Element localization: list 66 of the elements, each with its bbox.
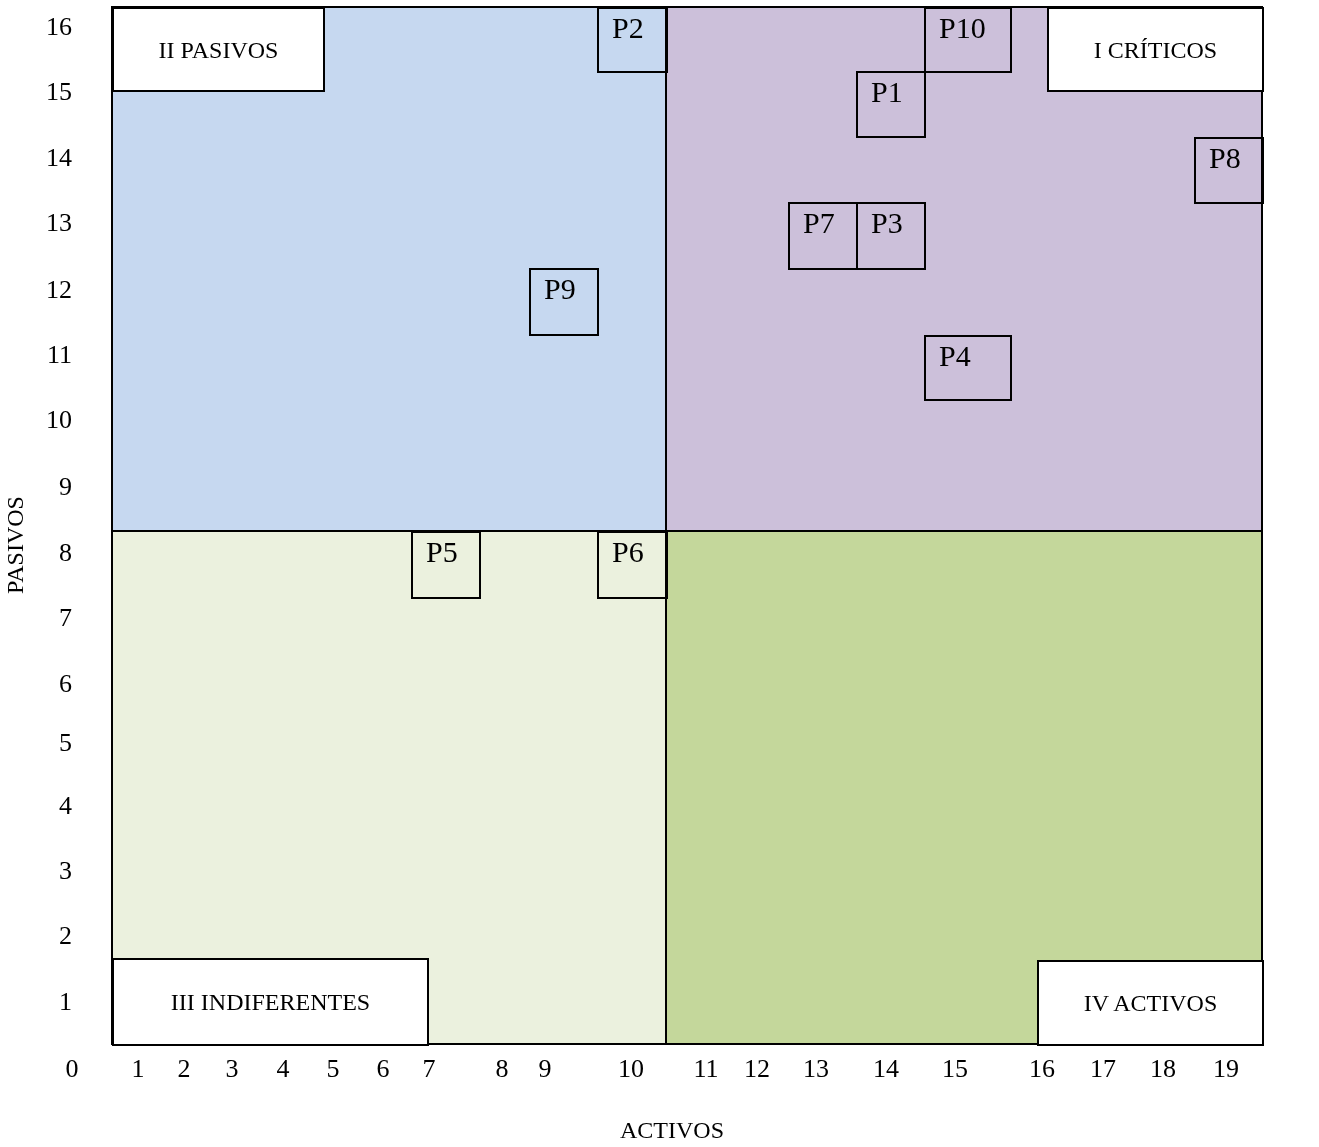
axis-tick-label: 13 [803,1056,829,1082]
axis-tick-label: 4 [59,793,72,819]
axis-tick-label: 2 [59,923,72,949]
quadrant-label-box [112,958,429,1046]
variable-box [924,335,1012,401]
axis-tick-label: 5 [326,1056,340,1082]
axis-tick-label: 10 [618,1056,644,1082]
axis-tick-label: 7 [59,605,72,631]
axis-tick-label: 19 [1213,1056,1239,1082]
axis-tick-label: 8 [59,540,72,566]
axis-tick-label: 5 [59,730,72,756]
variable-box [411,531,481,599]
variable-box [856,202,926,270]
variable-label: P5 [426,537,458,567]
axis-tick-label: 15 [46,79,72,105]
axis-tick-label: 6 [59,671,72,697]
variable-box [597,7,668,73]
axis-tick-label: 0 [65,1056,79,1082]
axis-tick-label: 9 [59,474,72,500]
variable-label: P9 [544,274,576,304]
axis-tick-label: 7 [422,1056,436,1082]
quadrant-label: IV ACTIVOS [1083,991,1218,1015]
axis-tick-label: 12 [744,1056,770,1082]
axis-tick-label: 13 [46,210,72,236]
axis-tick-label: 18 [1150,1056,1176,1082]
axis-tick-label: 3 [59,858,72,884]
variable-box [597,531,668,599]
variable-label: P7 [803,208,835,238]
quadrant-label: III INDIFERENTES [170,990,371,1014]
axis-tick-label: 15 [942,1056,968,1082]
axis-tick-label: 14 [873,1056,899,1082]
quadrant-label: I CRÍTICOS [1093,37,1218,62]
axis-tick-label: 11 [693,1056,719,1082]
variable-box [529,268,599,336]
axis-tick-label: 8 [495,1056,509,1082]
variable-label: P1 [871,77,903,107]
axis-tick-label: 10 [46,407,72,433]
variable-box [1194,137,1264,204]
axis-tick-label: 11 [46,342,72,368]
axis-title: ACTIVOS [620,1118,724,1142]
quadrant-label: II PASIVOS [158,37,279,62]
axis-tick-label: 2 [177,1056,191,1082]
axis-tick-label: 3 [225,1056,239,1082]
axis-tick-label: 6 [376,1056,390,1082]
axis-tick-label: 1 [59,989,72,1015]
variable-box [788,202,858,270]
variable-label: P4 [939,341,971,371]
axis-tick-label: 1 [131,1056,145,1082]
axis-tick-label: 14 [46,145,72,171]
variable-box [924,7,1012,73]
variable-label: P8 [1209,143,1241,173]
variable-box [856,71,926,138]
axis-title: PASIVOS [3,496,27,594]
axis-tick-label: 12 [46,277,72,303]
variable-label: P2 [612,13,644,43]
quadrant-label-box [1047,7,1264,92]
quadrant-label-box [112,7,325,92]
axis-tick-label: 16 [46,14,72,40]
axis-tick-label: 17 [1090,1056,1116,1082]
variable-label: P3 [871,208,903,238]
variable-label: P6 [612,537,644,567]
axis-tick-label: 4 [276,1056,290,1082]
axis-tick-label: 16 [1029,1056,1055,1082]
variable-label: P10 [939,13,986,43]
quadrant-label-box [1037,960,1264,1046]
axis-tick-label: 9 [538,1056,552,1082]
